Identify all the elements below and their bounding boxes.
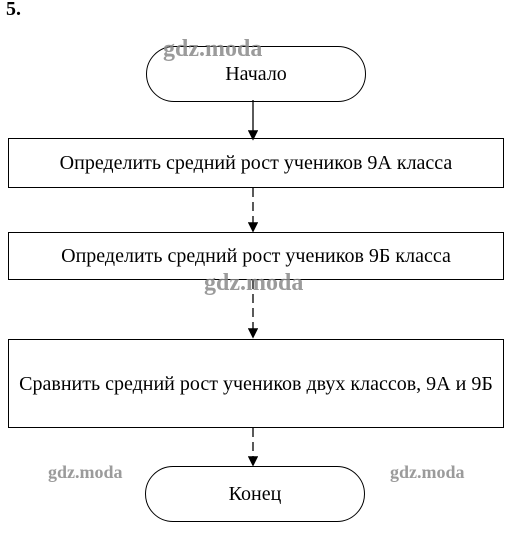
start-terminal: Начало bbox=[146, 46, 366, 102]
watermark: gdz.moda bbox=[163, 36, 263, 62]
end-label: Конец bbox=[228, 482, 282, 505]
watermark: gdz.moda bbox=[204, 270, 304, 296]
step-1-text: Определить средний рост учеников 9А клас… bbox=[59, 152, 453, 174]
start-label: Начало bbox=[225, 62, 287, 85]
step-3-box: Сравнить средний рост учеников двух клас… bbox=[8, 339, 504, 428]
step-3-text: Сравнить средний рост учеников двух клас… bbox=[19, 372, 493, 395]
end-terminal: Конец bbox=[145, 466, 365, 522]
step-2-text: Определить средний рост учеников 9Б клас… bbox=[61, 245, 451, 267]
task-number: 5. bbox=[6, 0, 21, 20]
watermark: gdz.moda bbox=[48, 462, 123, 482]
watermark: gdz.moda bbox=[390, 462, 465, 482]
step-1-box: Определить средний рост учеников 9А клас… bbox=[8, 138, 504, 188]
step-2-box: Определить средний рост учеников 9Б клас… bbox=[8, 232, 504, 280]
